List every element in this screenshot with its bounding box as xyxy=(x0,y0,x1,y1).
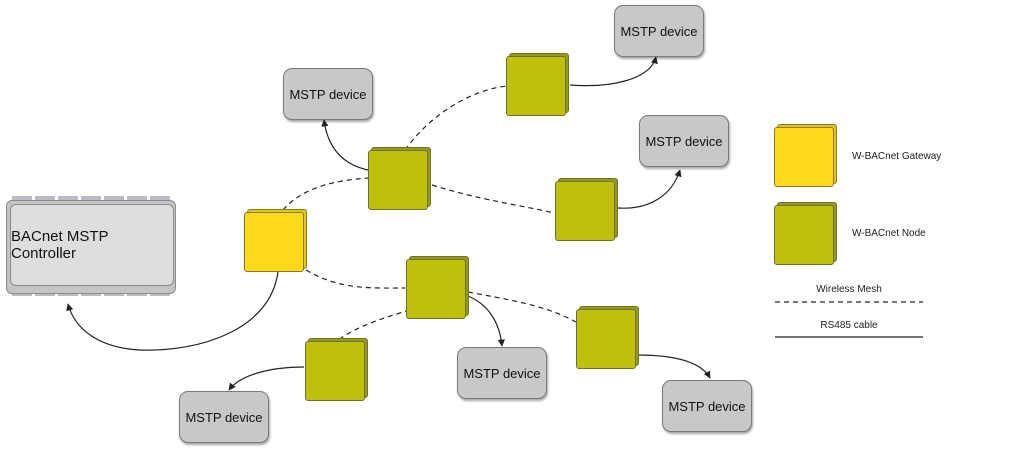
mstp-device: MSTP device xyxy=(662,380,752,432)
rs485-cable xyxy=(66,271,279,351)
w-bacnet-node xyxy=(506,53,569,118)
mstp-device: MSTP device xyxy=(283,68,373,120)
wireless-link xyxy=(467,291,577,323)
w-bacnet-node xyxy=(368,147,431,212)
rs485-cable xyxy=(569,56,658,87)
controller-pins-top xyxy=(12,196,172,202)
w-bacnet-node xyxy=(555,178,618,243)
legend-wireless-label: Wireless Mesh xyxy=(816,284,882,295)
wireless-link xyxy=(431,184,555,214)
mstp-device: MSTP device xyxy=(639,115,729,167)
w-bacnet-node xyxy=(406,256,469,321)
rs485-cables xyxy=(66,56,711,391)
mstp-device: MSTP device xyxy=(614,5,704,57)
mstp-device: MSTP device xyxy=(457,347,547,399)
legend-cable-label: RS485 cable xyxy=(820,320,878,331)
rs485-cable xyxy=(321,119,369,171)
controller-label: BACnet MSTP Controller xyxy=(10,204,174,286)
bacnet-mstp-controller: BACnet MSTP Controller xyxy=(6,196,176,296)
w-bacnet-node xyxy=(305,338,368,403)
wireless-link xyxy=(282,177,371,211)
legend-node-swatch xyxy=(774,202,837,267)
legend-gateway-swatch xyxy=(774,124,837,189)
wireless-link xyxy=(404,85,508,151)
mstp-device: MSTP device xyxy=(179,391,269,443)
wireless-link xyxy=(305,269,406,289)
legend-gateway-label: W-BACnet Gateway xyxy=(852,151,942,162)
rs485-cable xyxy=(467,295,505,347)
w-bacnet-gateway xyxy=(244,209,307,274)
rs485-cable xyxy=(228,366,305,391)
legend-node-label: W-BACnet Node xyxy=(852,228,926,239)
rs485-cable xyxy=(617,169,682,209)
rs485-cable xyxy=(636,354,711,379)
w-bacnet-node xyxy=(576,306,639,371)
